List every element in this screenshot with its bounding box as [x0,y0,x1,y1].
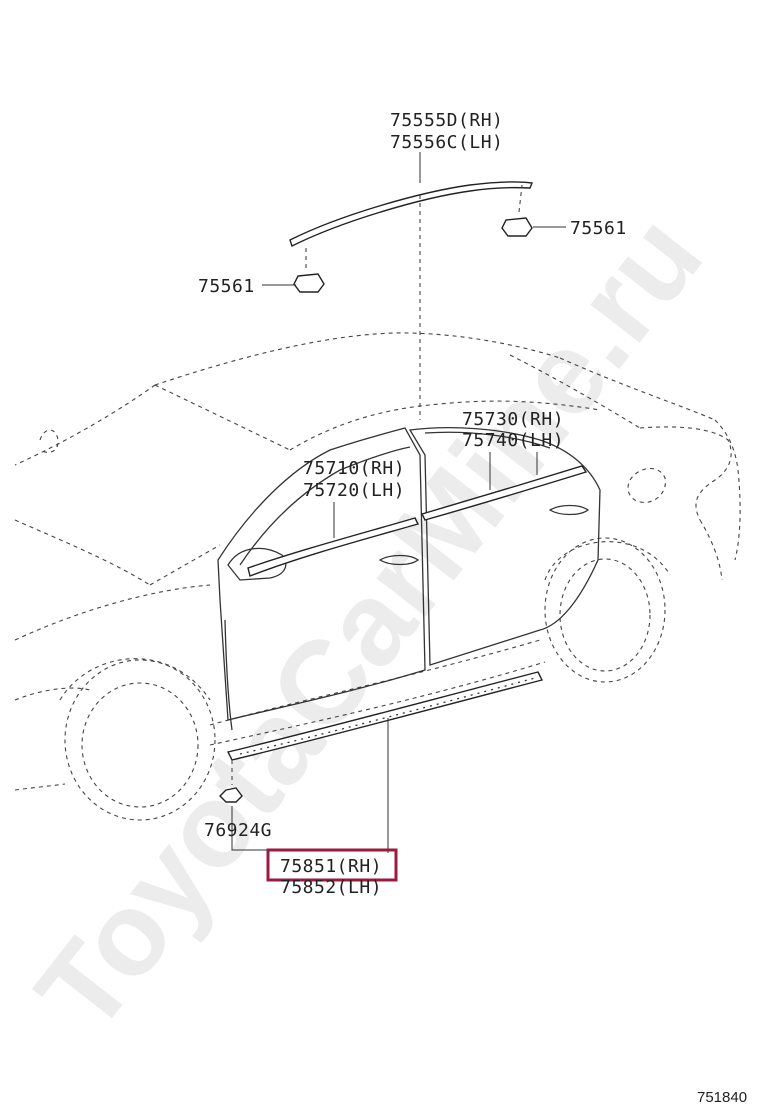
label-front-door-rh: 75710(RH) [303,458,405,479]
label-rocker-rh[interactable]: 75851(RH) [280,856,382,877]
rear-door [408,427,601,666]
leader-lines [231,152,566,853]
label-clip-left: 75561 [198,276,255,297]
roof-clip-right [501,217,533,237]
front-wheel [59,658,216,821]
label-front-door-lh: 75720(LH) [303,480,405,501]
label-clip-rocker: 76924G [204,820,272,841]
label-rocker-lh: 75852(LH) [280,877,382,898]
label-rear-door-lh: 75740(LH) [462,430,564,451]
roof-clip-left [293,273,325,293]
rear-wheel [544,537,671,683]
label-clip-right: 75561 [570,218,627,239]
rear-door-molding-part [420,465,588,521]
rocker-molding-part [226,671,544,761]
figure-number: 751840 [697,1089,747,1106]
car-body-outline [14,332,741,791]
rocker-clip-part [219,787,243,803]
highlight-box [266,848,398,882]
roof-molding-part [289,181,533,247]
front-door [217,427,426,731]
front-door-molding-part [247,517,420,577]
label-rear-door-rh: 75730(RH) [462,409,564,430]
watermark: ToyotaCarMine.ru [11,191,727,1056]
label-roof-molding-rh: 75555D(RH) [390,110,503,131]
label-roof-molding-lh: 75556C(LH) [390,132,503,153]
